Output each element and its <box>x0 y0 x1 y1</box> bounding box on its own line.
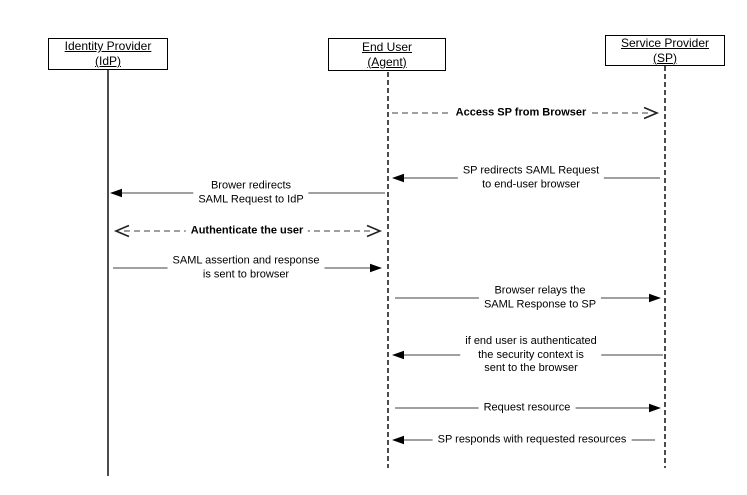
filled-arrowhead-left-icon <box>392 435 404 445</box>
actor-name: Service Provider <box>620 35 710 50</box>
actor-sub: (Agent) <box>367 54 407 69</box>
message-label-browser-redirects: Brower redirects SAML Request to IdP <box>193 179 309 207</box>
actor-sub: (IdP) <box>94 54 121 68</box>
filled-arrowhead-right-icon <box>649 293 661 303</box>
message-label-saml-assertion: SAML assertion and response is sent to b… <box>167 254 325 282</box>
actor-box-end-user: End User (Agent) <box>328 38 446 71</box>
message-label-sp-redirects: SP redirects SAML Request to end-user br… <box>457 164 605 192</box>
message-label-sp-responds: SP responds with requested resources <box>432 433 632 447</box>
message-label-authenticate: Authenticate the user <box>185 224 309 238</box>
filled-arrowhead-left-icon <box>392 173 404 183</box>
open-arrowhead-right-icon <box>366 224 383 238</box>
actor-sub: (SP) <box>653 50 677 65</box>
message-label-access-sp: Access SP from Browser <box>450 106 592 120</box>
message-label-browser-relays: Browser relays the SAML Response to SP <box>478 284 602 312</box>
filled-arrowhead-left-icon <box>110 188 122 198</box>
filled-arrowhead-right-icon <box>370 263 382 273</box>
message-label-security-context: if end user is authenticated the securit… <box>460 334 602 376</box>
open-arrowhead-left-icon <box>113 224 130 238</box>
open-arrowhead-right-icon <box>643 106 660 120</box>
message-label-request-resource: Request resource <box>478 401 576 415</box>
filled-arrowhead-right-icon <box>649 403 661 413</box>
actor-name: Identity Provider <box>64 39 152 53</box>
actor-box-service-provider: Service Provider (SP) <box>605 35 725 66</box>
actor-name: End User <box>361 39 413 54</box>
filled-arrowhead-left-icon <box>392 350 404 360</box>
actor-box-identity-provider: Identity Provider (IdP) <box>48 38 168 70</box>
